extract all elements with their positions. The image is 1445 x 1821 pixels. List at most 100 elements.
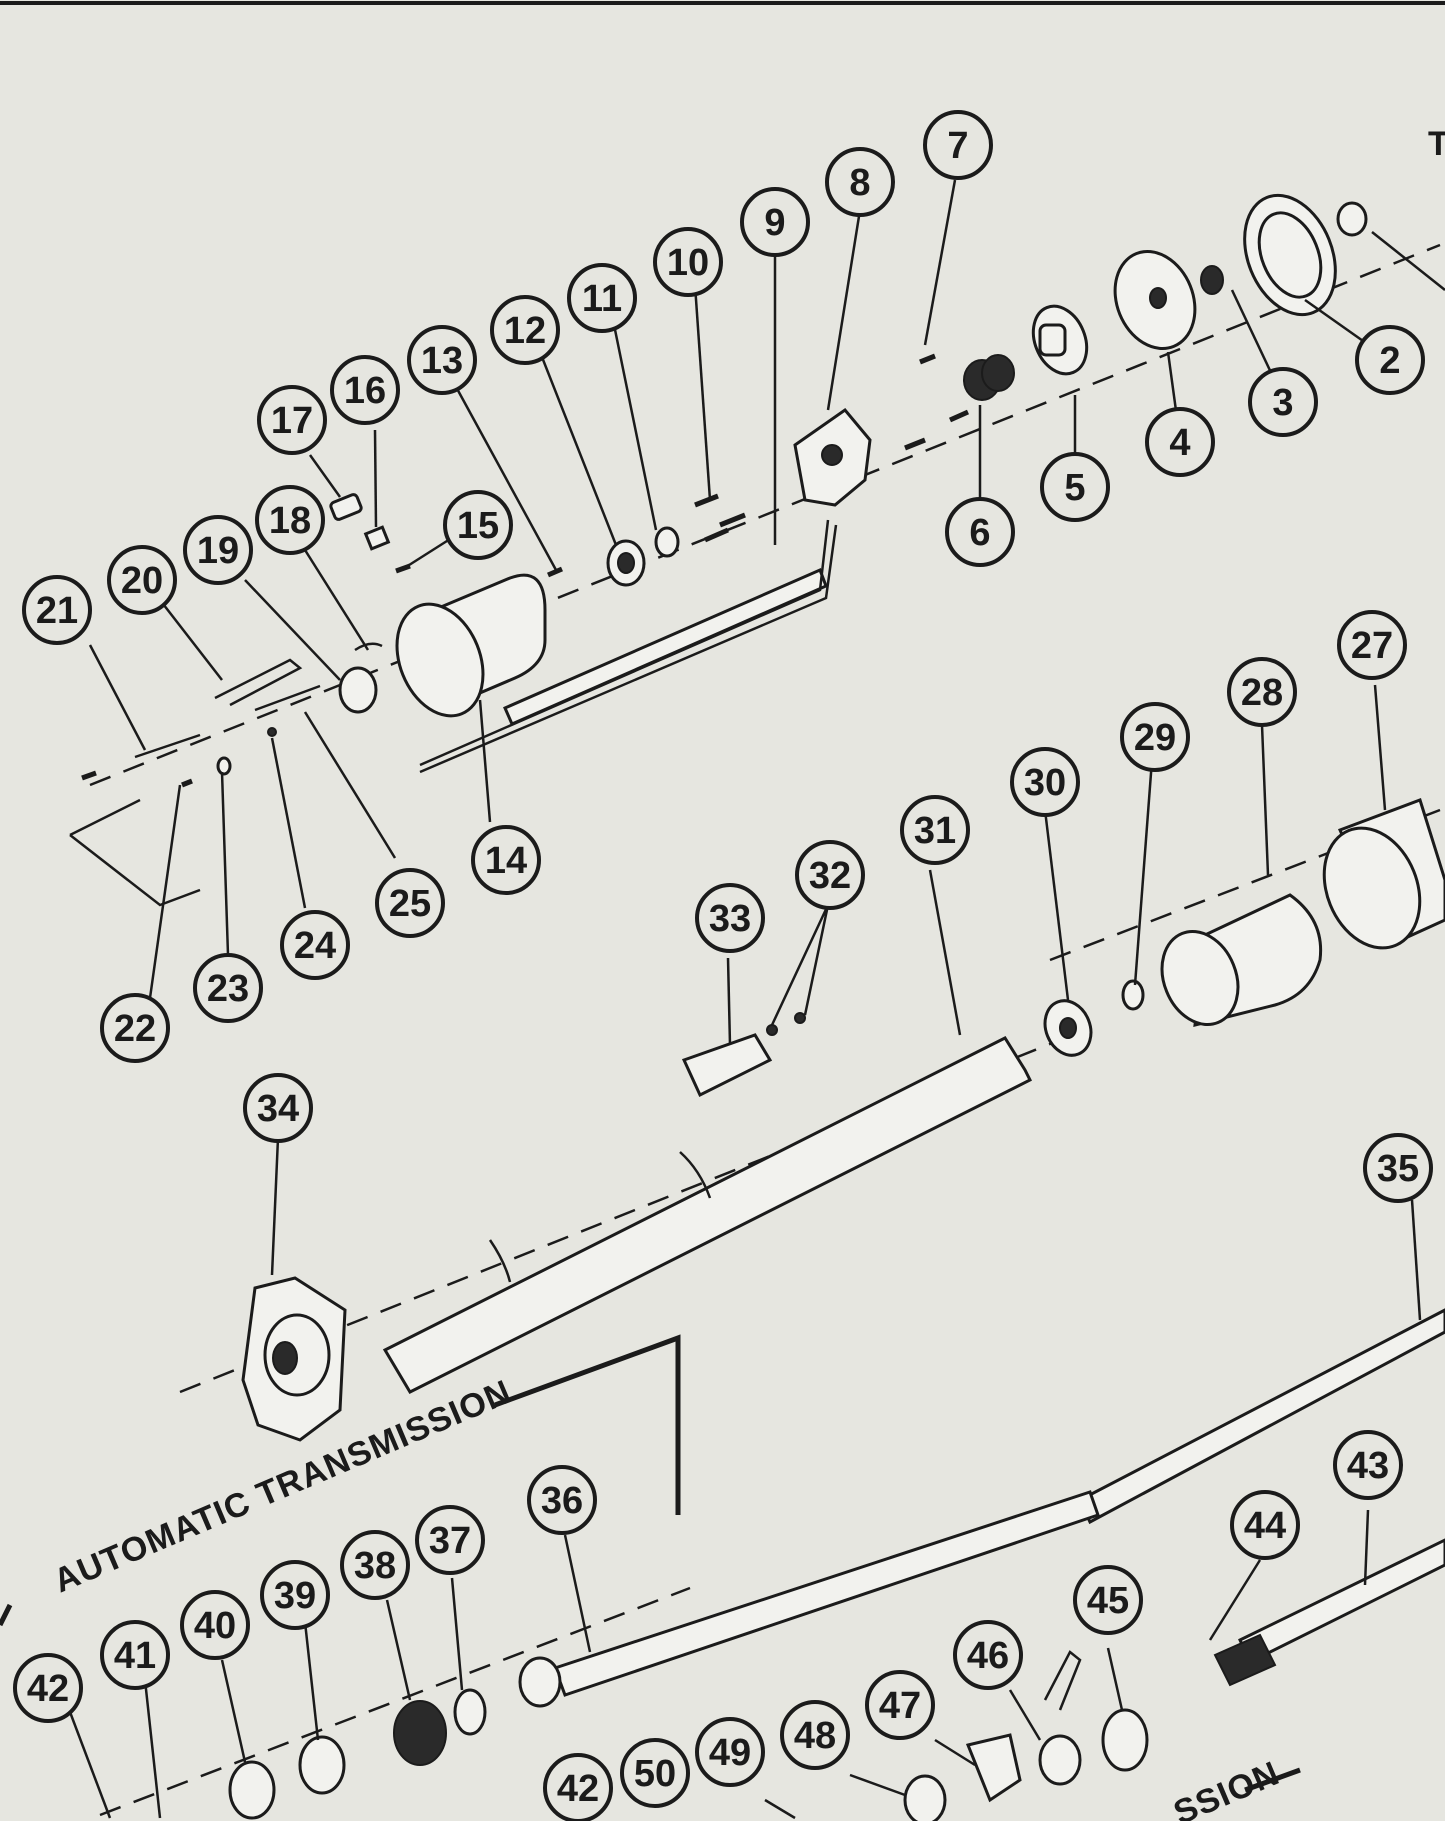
callout-9: 9 bbox=[740, 187, 810, 257]
callout-33-number: 33 bbox=[709, 898, 751, 940]
callout-29: 29 bbox=[1120, 702, 1190, 772]
callout-34: 34 bbox=[243, 1073, 313, 1143]
callout-6: 6 bbox=[945, 497, 1015, 567]
callout-42-number: 42 bbox=[27, 1668, 69, 1710]
part-17-bulb bbox=[329, 493, 363, 521]
callout-17-number: 17 bbox=[271, 400, 313, 442]
callout-19: 19 bbox=[183, 515, 253, 585]
callout-7-number: 7 bbox=[947, 125, 968, 167]
callout-11: 11 bbox=[567, 263, 637, 333]
callout-37: 37 bbox=[415, 1505, 485, 1575]
callout-47: 47 bbox=[865, 1670, 935, 1740]
callout-35: 35 bbox=[1363, 1133, 1433, 1203]
part-5-cancelling-cam bbox=[1031, 304, 1089, 376]
part-40-adapter bbox=[228, 1760, 276, 1820]
part-30-nut bbox=[1043, 999, 1093, 1057]
callout-14: 14 bbox=[471, 825, 541, 895]
callout-28-number: 28 bbox=[1241, 672, 1283, 714]
part-18-spring bbox=[354, 642, 383, 652]
callout-49: 49 bbox=[695, 1717, 765, 1787]
callout-42b: 42 bbox=[543, 1753, 613, 1821]
part-39-bearing bbox=[298, 1735, 346, 1795]
callout-13: 13 bbox=[407, 325, 477, 395]
callout-38-number: 38 bbox=[354, 1545, 396, 1587]
callout-2: 2 bbox=[1355, 325, 1425, 395]
callout-24-number: 24 bbox=[294, 925, 336, 967]
callout-8: 8 bbox=[825, 147, 895, 217]
callout-31: 31 bbox=[900, 795, 970, 865]
callout-18: 18 bbox=[255, 485, 325, 555]
part-22-pin bbox=[181, 778, 193, 788]
part-25-shaft bbox=[254, 684, 321, 712]
callout-3-number: 3 bbox=[1272, 382, 1293, 424]
part-1-nut bbox=[1336, 201, 1368, 237]
part-46-lever bbox=[1038, 1650, 1082, 1786]
part-2-cover-plate bbox=[1243, 193, 1337, 317]
part-24-pin bbox=[267, 727, 277, 737]
callout-22: 22 bbox=[100, 993, 170, 1063]
callout-4-number: 4 bbox=[1169, 422, 1190, 464]
part-36-lower-shaft bbox=[518, 1490, 1100, 1708]
part-45-ring bbox=[1101, 1708, 1149, 1772]
callout-45: 45 bbox=[1073, 1565, 1143, 1635]
callout-group: 2 3 4 5 6 7 8 9 10 11 12 13 14 15 16 17 … bbox=[13, 110, 1433, 1821]
callout-44-number: 44 bbox=[1244, 1505, 1286, 1547]
part-37-washer bbox=[453, 1688, 487, 1736]
callout-19-number: 19 bbox=[197, 530, 239, 572]
callout-35-number: 35 bbox=[1377, 1148, 1419, 1190]
part-43-shift-tube bbox=[1213, 1538, 1445, 1687]
part-11-ring bbox=[654, 526, 680, 558]
callout-47-number: 47 bbox=[879, 1685, 921, 1727]
part-38-spring bbox=[393, 1700, 447, 1766]
callout-49-number: 49 bbox=[709, 1732, 751, 1774]
callout-42a: 42 bbox=[13, 1653, 83, 1723]
part-29-retaining-ring bbox=[1121, 979, 1145, 1011]
callout-22-number: 22 bbox=[114, 1008, 156, 1050]
callout-36-number: 36 bbox=[541, 1480, 583, 1522]
callout-31-number: 31 bbox=[914, 810, 956, 852]
callout-23-number: 23 bbox=[207, 968, 249, 1010]
callout-38: 38 bbox=[340, 1530, 410, 1600]
callout-25-number: 25 bbox=[389, 883, 431, 925]
callout-21: 21 bbox=[22, 575, 92, 645]
part-23-clip bbox=[216, 756, 232, 776]
callout-15-number: 15 bbox=[457, 505, 499, 547]
callout-32-number: 32 bbox=[809, 855, 851, 897]
callout-40-number: 40 bbox=[194, 1605, 236, 1647]
callout-33: 33 bbox=[695, 883, 765, 953]
part-7-screw bbox=[904, 353, 970, 451]
callout-12-number: 12 bbox=[504, 310, 546, 352]
callout-30: 30 bbox=[1010, 747, 1080, 817]
part-32-screws bbox=[766, 1012, 806, 1036]
part-21-rod bbox=[81, 733, 201, 781]
callout-18-number: 18 bbox=[269, 500, 311, 542]
part-12-bearing bbox=[606, 539, 646, 587]
part-33-switch bbox=[681, 1033, 773, 1098]
callout-42b-number: 42 bbox=[557, 1768, 599, 1810]
callout-39: 39 bbox=[260, 1560, 330, 1630]
callout-20-number: 20 bbox=[121, 560, 163, 602]
transmission-frame-left bbox=[0, 1603, 13, 1627]
callout-43: 43 bbox=[1333, 1430, 1403, 1500]
callout-12: 12 bbox=[490, 295, 560, 365]
callout-20: 20 bbox=[107, 545, 177, 615]
callout-13-number: 13 bbox=[421, 340, 463, 382]
manual-transmission-label-fragment: SSION bbox=[1168, 1754, 1285, 1821]
part-19-rack-ring bbox=[338, 666, 378, 714]
part-31-jacket bbox=[382, 1036, 1033, 1394]
callout-41-number: 41 bbox=[114, 1635, 156, 1677]
part-20-lever bbox=[214, 658, 303, 707]
callout-48-number: 48 bbox=[794, 1715, 836, 1757]
callout-7: 7 bbox=[923, 110, 993, 180]
callout-32: 32 bbox=[795, 840, 865, 910]
callout-44: 44 bbox=[1230, 1490, 1300, 1560]
callout-17: 17 bbox=[257, 385, 327, 455]
callout-10: 10 bbox=[653, 227, 723, 297]
callout-3: 3 bbox=[1248, 367, 1318, 437]
callout-28: 28 bbox=[1227, 657, 1297, 727]
part-4-lock-plate bbox=[1113, 250, 1197, 350]
part-34-mounting-flange bbox=[241, 1276, 347, 1442]
part-16-plug bbox=[363, 525, 391, 551]
callout-41: 41 bbox=[100, 1620, 170, 1690]
